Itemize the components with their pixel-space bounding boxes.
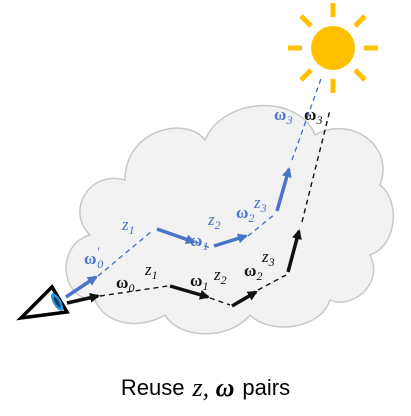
eye-icon xyxy=(16,284,70,321)
blue-z-2-label: z2 xyxy=(207,210,221,232)
dark-omega-0-label: ω0 xyxy=(116,273,134,295)
blue-omega-0-label: ω′0 xyxy=(84,244,103,271)
blue-z-1-label: z1 xyxy=(121,215,135,237)
blue-omega-3-label: ω3 xyxy=(274,105,292,127)
cloud-shape xyxy=(65,104,394,335)
sun-icon xyxy=(288,3,378,93)
caption-rest: pairs xyxy=(242,375,291,400)
dark-z-1-label: z1 xyxy=(144,260,158,282)
dark-omega-3-label: ω3 xyxy=(304,105,322,127)
blue-path xyxy=(65,75,323,299)
dark-omega-2-label: ω2 xyxy=(244,261,262,283)
caption-word: Reuse xyxy=(120,375,185,400)
blue-labels: ω′0 z1 ω1 z2 ω2 z3 ω3 xyxy=(84,105,292,271)
caption-math: z, ω xyxy=(192,373,235,402)
blue-omega-1-label: ω1 xyxy=(190,231,208,253)
dark-z-3-label: z3 xyxy=(261,247,275,269)
blue-z-3-label: z3 xyxy=(253,193,267,215)
dark-z-2-label: z2 xyxy=(213,265,227,287)
caption: Reuse z, ω pairs xyxy=(0,370,411,406)
dark-path xyxy=(66,109,331,308)
blue-omega-2-label: ω2 xyxy=(236,203,254,225)
dark-labels: ω0 z1 ω1 z2 ω2 z3 ω3 xyxy=(116,105,322,295)
dark-omega-1-label: ω1 xyxy=(190,271,208,293)
